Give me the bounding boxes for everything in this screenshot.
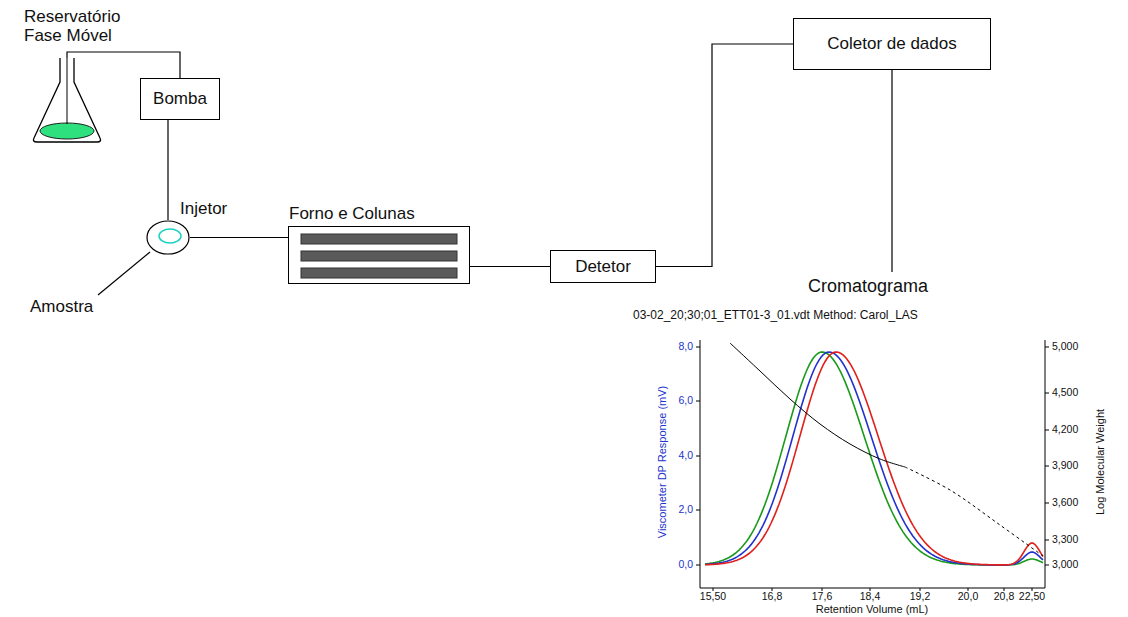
data-collector-box: Coletor de dados [793,18,991,70]
node-label: Coletor de dados [827,34,956,54]
tick-label: 0,0 [678,559,693,571]
node-heading: Cromatograma [808,276,928,297]
pipe-line [67,52,180,78]
tick-label: 5,000 [1052,341,1078,353]
pipe-line [656,44,793,267]
tick-label: 17,6 [812,591,832,603]
green-trace [705,352,1043,565]
node-label: Detetor [575,257,631,277]
tick-label: 2,0 [678,504,693,516]
chart-axes [696,340,1049,591]
tick-label: 20,8 [994,591,1014,603]
red-trace [705,352,1043,565]
pipe-line [470,266,550,267]
oven-columns-box: Forno e Colunas [288,226,470,284]
tick-label: 16,8 [762,591,782,603]
tick-label: 4,500 [1052,387,1078,399]
node-heading: Injetor [180,199,227,219]
chart-title: 03-02_20;30;01_ETT01-3_01.vdt Method: Ca… [633,309,918,322]
pipe-line [190,237,288,238]
amostra-leader [98,252,150,295]
pipe-line [891,70,892,272]
axis-title: Log Molecular Weight [1094,409,1106,515]
tick-label: 3,600 [1052,497,1078,509]
tick-label: 15,50 [700,591,726,603]
molecular-weight-curve [905,467,1043,556]
pump-box: Bomba [140,78,220,120]
detector-box: Detetor [550,250,656,283]
tick-label: 4,0 [678,450,693,462]
pipe-line [167,120,168,220]
molecular-weight-curve [730,343,905,467]
injector-valve: Injetor [146,220,190,255]
reservoir-flask: Reservatório Fase Móvel [32,58,102,142]
tick-label: 6,0 [678,395,693,407]
blue-trace [705,352,1043,565]
axis-title: Viscometer DP Response (mV) [656,386,668,538]
axis-title: Retention Volume (mL) [816,603,929,615]
tick-label: 8,0 [678,341,693,353]
sample-label: Amostra [30,298,93,317]
node-label: Bomba [153,89,207,109]
node-heading: Reservatório Fase Móvel [24,7,154,46]
tick-label: 3,300 [1052,534,1078,546]
flask-outline [32,58,102,142]
tick-label: 4,200 [1052,424,1078,436]
tick-label: 20,0 [958,591,978,603]
injector-outline [146,220,190,255]
tick-label: 3,000 [1052,559,1078,571]
chromatogram-panel: Cromatograma [630,272,1110,612]
tick-label: 19,2 [910,591,930,603]
chart-curves [705,343,1043,565]
tick-label: 3,900 [1052,460,1078,472]
column-bars [289,227,469,283]
node-heading: Forno e Colunas [289,204,415,224]
tick-label: 18,4 [860,591,880,603]
tick-label: 22,50 [1019,591,1045,603]
